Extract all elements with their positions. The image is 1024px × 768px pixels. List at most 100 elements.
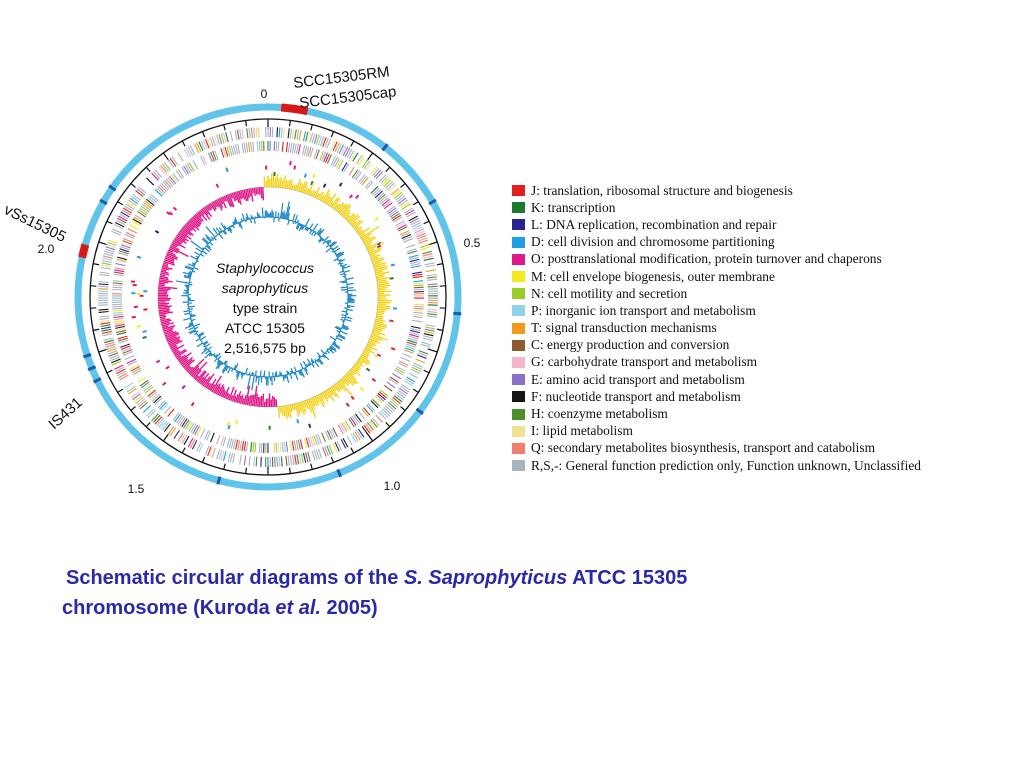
cog-gene-mark — [383, 202, 393, 210]
gc-content-bar — [216, 359, 220, 363]
gc-content-bar — [215, 352, 221, 359]
gc-content-bar — [195, 247, 203, 253]
gc-skew-bar — [318, 191, 325, 201]
gc-skew-bar — [248, 395, 252, 406]
cog-gene-mark — [376, 192, 385, 200]
cog-gene-mark — [177, 169, 185, 179]
gc-skew-bar — [334, 383, 342, 391]
gc-skew-bar — [350, 215, 361, 225]
gc-content-bar — [335, 252, 337, 255]
gc-skew-bar — [351, 367, 361, 377]
scattered-mark — [390, 347, 396, 351]
gc-skew-bar — [327, 193, 337, 206]
gc-skew-bar — [174, 348, 186, 357]
cog-gene-mark — [139, 379, 149, 387]
cog-gene-mark — [410, 219, 420, 226]
scale-tick — [201, 131, 206, 138]
cog-gene-mark — [356, 155, 363, 165]
gc-content-bar — [347, 286, 354, 289]
cog-gene-mark — [154, 169, 163, 178]
gc-skew-bar — [172, 349, 179, 354]
gc-skew-bar — [183, 359, 196, 369]
cog-gene-mark — [113, 271, 124, 275]
scattered-mark — [166, 211, 171, 216]
cog-gene-mark — [113, 313, 124, 317]
gc-content-bar — [210, 354, 213, 357]
cog-gene-mark — [305, 452, 309, 463]
cog-gene-mark — [235, 439, 239, 450]
scale-label-1-5: 1.5 — [128, 482, 145, 496]
cog-gene-mark — [418, 239, 429, 244]
cog-gene-mark — [289, 128, 293, 139]
gc-skew-bar — [159, 314, 166, 317]
cog-gene-mark — [410, 325, 421, 329]
cog-gene-mark — [111, 230, 121, 236]
gc-content-bar — [294, 215, 299, 222]
cog-gene-mark — [413, 362, 424, 368]
gc-skew-bar — [357, 359, 363, 364]
cog-gene-mark — [132, 393, 141, 401]
cog-gene-mark — [123, 351, 133, 356]
gc-content-bar — [314, 361, 320, 368]
gc-skew-bar — [370, 336, 379, 342]
gc-skew-bar — [189, 218, 199, 228]
legend-item: C: energy production and conversion — [512, 337, 1024, 354]
scale-tick — [350, 447, 355, 454]
cog-gene-mark — [380, 197, 389, 205]
cog-gene-mark — [305, 437, 310, 448]
cog-gene-mark — [409, 217, 419, 224]
cog-gene-mark — [361, 426, 369, 435]
cog-gene-mark — [142, 383, 151, 391]
cog-gene-mark — [232, 453, 236, 464]
cog-gene-mark — [258, 141, 261, 152]
cog-gene-mark — [427, 313, 438, 316]
gc-skew-bar — [248, 188, 252, 197]
gc-skew-bar — [251, 187, 254, 194]
gc-content-bar — [190, 240, 204, 251]
gc-content-bar — [316, 359, 320, 363]
gc-skew-bar — [292, 184, 296, 191]
gc-skew-bar — [373, 325, 386, 330]
scattered-mark — [338, 182, 343, 187]
cog-gene-mark — [133, 216, 143, 223]
cog-gene-mark — [281, 141, 284, 152]
cog-gene-mark — [230, 438, 235, 449]
gc-content-bar — [213, 237, 217, 241]
gc-skew-bar — [306, 188, 310, 195]
cog-gene-mark — [426, 273, 437, 277]
gc-skew-bar — [292, 403, 296, 411]
gc-skew-bar — [282, 405, 286, 417]
cog-gene-mark — [189, 145, 196, 155]
gc-skew-bar — [158, 289, 169, 292]
gc-skew-bar — [164, 257, 175, 263]
cog-gene-mark — [113, 315, 124, 319]
gc-content-bar — [193, 266, 199, 270]
scattered-mark — [162, 381, 167, 386]
gc-skew-bar — [223, 386, 230, 399]
cog-gene-mark — [218, 134, 223, 144]
gc-content-bar — [310, 358, 315, 363]
gc-skew-bar — [202, 207, 209, 216]
gc-skew-bar — [314, 396, 320, 405]
gc-content-bar — [205, 226, 216, 238]
cog-gene-mark — [341, 162, 348, 172]
cog-gene-mark — [353, 170, 361, 180]
cog-gene-mark — [388, 209, 398, 216]
scale-tick — [310, 463, 313, 470]
gc-content-bar — [225, 366, 229, 372]
cog-gene-mark — [337, 160, 344, 170]
cog-gene-mark — [281, 442, 284, 453]
gc-skew-bar — [358, 358, 368, 366]
gc-skew-bar — [320, 393, 325, 399]
cog-gene-mark — [409, 258, 420, 263]
cog-gene-mark — [177, 415, 185, 425]
cog-gene-mark — [368, 420, 376, 430]
gc-skew-bar — [181, 356, 194, 367]
gc-content-bar — [342, 325, 350, 330]
gc-skew-bar — [182, 359, 193, 368]
cog-gene-mark — [128, 387, 137, 395]
cog-gene-mark — [330, 428, 336, 438]
gc-skew-bar — [174, 237, 183, 244]
gc-skew-bar — [220, 388, 226, 397]
cog-gene-mark — [348, 150, 355, 160]
